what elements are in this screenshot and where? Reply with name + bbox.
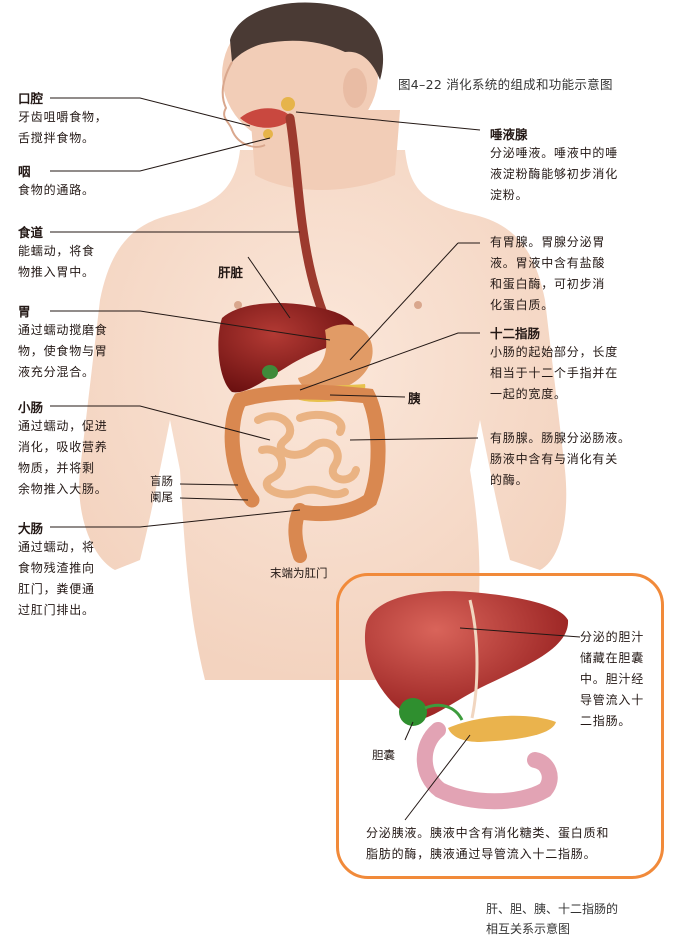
inset-bile-line-3: 中。胆汁经: [580, 672, 645, 686]
salivary-gland-upper: [281, 97, 295, 111]
label-stomach-title: 胃: [18, 304, 31, 319]
inset-pancreas: [448, 715, 556, 742]
inset-gallbladder: [399, 698, 427, 726]
small-intestine: [254, 410, 360, 499]
rectum: [288, 503, 307, 563]
label-salivary-title: 唾液腺: [490, 127, 528, 142]
label-salivary-desc-3: 淀粉。: [490, 188, 529, 202]
inset-bile-line-5: 二指肠。: [580, 714, 632, 728]
label-pharynx-title: 咽: [18, 164, 31, 179]
label-large-intestine: 大肠 通过蠕动，将 食物残渣推向 肛门，粪便通 过肛门排出。: [18, 518, 136, 621]
label-small-intestine-desc-4: 余物推入大肠。: [18, 482, 108, 496]
label-appendix: 阑尾: [150, 490, 173, 504]
label-small-intestine-title: 小肠: [18, 400, 44, 415]
inset-bile-line-2: 储藏在胆囊: [580, 651, 645, 665]
liver: [218, 302, 357, 393]
label-esophagus-title: 食道: [18, 225, 44, 240]
label-salivary-desc-1: 分泌唾液。唾液中的唾: [490, 146, 619, 160]
label-large-intestine-desc-1: 通过蠕动，将: [18, 540, 95, 554]
leader-lines: [50, 97, 581, 821]
inset-caption-line-1: 肝、胆、胰、十二指肠的: [486, 902, 619, 916]
label-small-intestine-desc-3: 物质，并将剩: [18, 461, 95, 475]
figure-title: 图4–22 消化系统的组成和功能示意图: [398, 77, 613, 92]
label-gastric-gland-desc-1: 有胃腺。胃腺分泌胃: [490, 235, 606, 249]
hair: [230, 2, 384, 80]
label-large-intestine-title: 大肠: [18, 521, 44, 536]
label-large-intestine-desc-3: 肛门，粪便通: [18, 582, 95, 596]
label-duodenum-title: 十二指肠: [490, 326, 541, 341]
label-cecum: 盲肠: [150, 474, 173, 488]
mouth-cavity: [240, 97, 295, 139]
label-pharynx-desc-1: 食物的通路。: [18, 183, 95, 197]
label-small-intestine-desc-1: 通过蠕动，促进: [18, 419, 108, 433]
label-intestinal-gland-desc-1: 有肠腺。肠腺分泌肠液。: [490, 431, 631, 445]
label-mouth: 口腔 牙齿咀嚼食物， 舌搅拌食物。: [18, 88, 136, 149]
inset-duodenum: [416, 722, 558, 810]
inset-panel: [336, 573, 664, 879]
label-large-intestine-desc-2: 食物残渣推向: [18, 561, 95, 575]
inset-caption-line-2: 相互关系示意图: [486, 922, 571, 936]
inset-pancreatic-line-2: 脂肪的酶，胰液通过导管流入十二指肠。: [366, 847, 597, 861]
esophagus: [285, 113, 335, 335]
label-mouth-desc-2: 舌搅拌食物。: [18, 131, 95, 145]
label-intestinal-gland-desc-2: 肠液中含有与消化有关: [490, 452, 619, 466]
label-small-intestine-desc-2: 消化，吸收营养: [18, 440, 108, 454]
label-stomach-desc-3: 液充分混合。: [18, 365, 95, 379]
label-duodenum-desc-2: 相当于十二个手指并在: [490, 366, 619, 380]
label-stomach: 胃 通过蠕动搅磨食 物，使食物与胃 液充分混合。: [18, 301, 136, 383]
stomach: [298, 324, 373, 391]
inset-illustration: [364, 591, 569, 810]
label-intestinal-gland-desc-3: 的酶。: [490, 473, 529, 487]
label-esophagus-desc-1: 能蠕动，将食: [18, 244, 95, 258]
label-pharynx: 咽 食物的通路。: [18, 161, 136, 201]
label-anus: 末端为肛门: [270, 566, 328, 580]
label-large-intestine-desc-4: 过肛门排出。: [18, 603, 95, 617]
label-liver: 肝脏: [218, 265, 244, 280]
label-gastric-gland-desc-2: 液。胃液中含有盐酸: [490, 256, 606, 270]
inset-liver: [364, 591, 569, 720]
label-duodenum-desc-3: 一起的宽度。: [490, 387, 567, 401]
inset-gallbladder-label: 胆囊: [372, 748, 395, 762]
label-salivary-desc-2: 液淀粉酶能够初步消化: [490, 167, 619, 181]
inset-caption: 肝、胆、胰、十二指肠的 相互关系示意图: [486, 899, 618, 939]
inset-bile-text: 分泌的胆汁 储藏在胆囊 中。胆汁经 导管流入十 二指肠。: [580, 627, 660, 732]
label-intestinal-gland: 有肠腺。肠腺分泌肠液。 肠液中含有与消化有关 的酶。: [490, 428, 670, 491]
inset-pancreatic-line-1: 分泌胰液。胰液中含有消化糖类、蛋白质和: [366, 826, 610, 840]
inset-bile-line-1: 分泌的胆汁: [580, 630, 645, 644]
inset-pancreatic-text: 分泌胰液。胰液中含有消化糖类、蛋白质和 脂肪的酶，胰液通过导管流入十二指肠。: [366, 823, 656, 865]
inset-duct: [424, 703, 464, 721]
label-gastric-gland: 有胃腺。胃腺分泌胃 液。胃液中含有盐酸 和蛋白酶，可初步消 化蛋白质。: [490, 232, 650, 316]
label-mouth-title: 口腔: [18, 91, 44, 106]
label-small-intestine: 小肠 通过蠕动，促进 消化，吸收营养 物质，并将剩 余物推入大肠。: [18, 397, 136, 500]
inset-bile-line-4: 导管流入十: [580, 693, 645, 707]
label-gastric-gland-desc-3: 和蛋白酶，可初步消: [490, 277, 606, 291]
label-esophagus: 食道 能蠕动，将食 物推入胃中。: [18, 222, 136, 283]
label-salivary: 唾液腺 分泌唾液。唾液中的唾 液淀粉酶能够初步消化 淀粉。: [490, 124, 650, 206]
label-duodenum: 十二指肠 小肠的起始部分，长度 相当于十二个手指并在 一起的宽度。: [490, 323, 650, 405]
label-gastric-gland-desc-4: 化蛋白质。: [490, 298, 555, 312]
salivary-gland-lower: [263, 129, 273, 139]
label-esophagus-desc-2: 物推入胃中。: [18, 265, 95, 279]
label-stomach-desc-1: 通过蠕动搅磨食: [18, 323, 108, 337]
gallbladder: [262, 365, 278, 379]
label-mouth-desc-1: 牙齿咀嚼食物，: [18, 110, 108, 124]
label-duodenum-desc-1: 小肠的起始部分，长度: [490, 345, 619, 359]
label-pancreas: 胰: [408, 391, 421, 406]
label-stomach-desc-2: 物，使食物与胃: [18, 344, 108, 358]
